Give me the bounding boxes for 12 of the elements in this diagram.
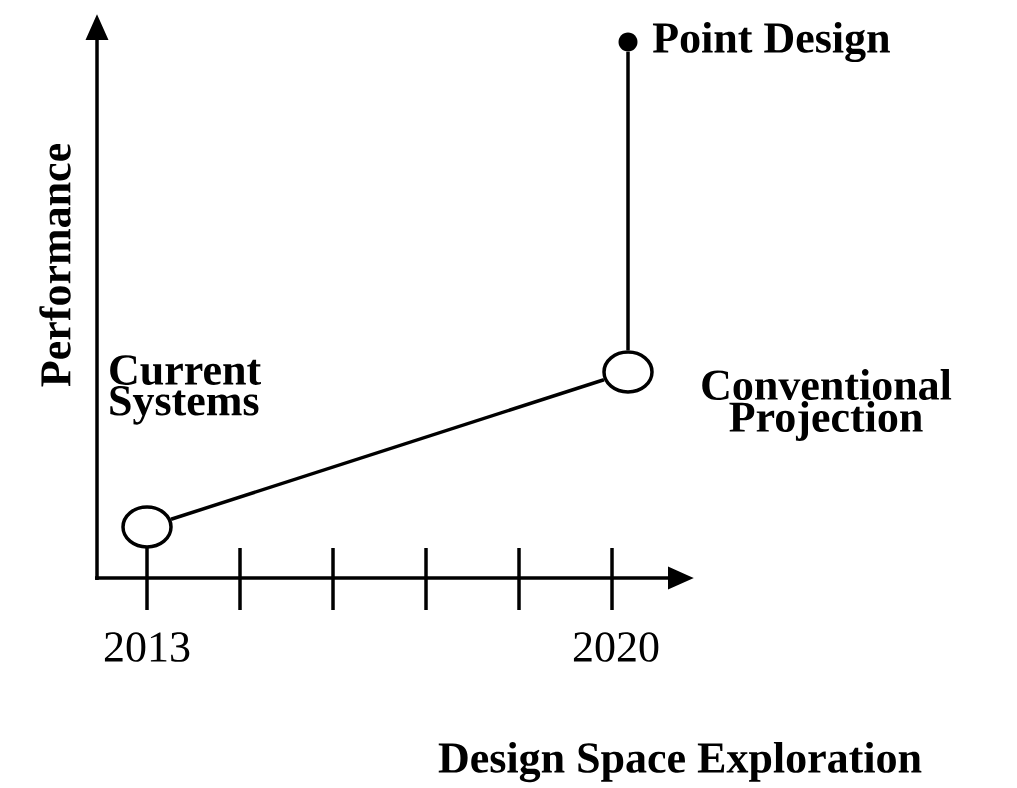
- circle-marker: [121, 505, 173, 549]
- point-label: Current Systems: [110, 355, 261, 425]
- circle-marker: [602, 350, 654, 394]
- axis-title: Performance: [39, 144, 71, 387]
- tick-label: 2020: [573, 632, 659, 662]
- connector-line: [626, 51, 630, 351]
- point-label: Conventional Projection: [702, 369, 952, 441]
- dot-marker: [618, 32, 638, 52]
- connector-line: [170, 378, 605, 521]
- tick-label: 2013: [104, 632, 190, 662]
- axis-title: Design Space Exploration: [438, 741, 922, 783]
- point-label: Point Design: [652, 21, 890, 63]
